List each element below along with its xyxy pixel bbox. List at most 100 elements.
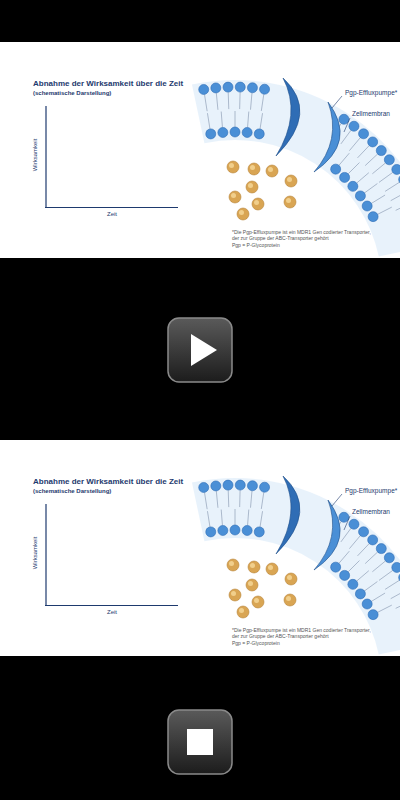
video-frame: Abnahme der Wirksamkeit über die Zeit(sc… [0,42,400,258]
drug-molecule [237,208,249,220]
lipid-tail [358,544,370,556]
lipid-head [206,129,216,139]
lipid-head [399,573,400,583]
drug-molecule [266,165,278,177]
lipid-tail [261,94,264,111]
lipid-head [339,114,349,124]
lipid-tail [385,580,399,589]
lipid-head [392,164,400,174]
drug-molecule [248,163,260,175]
lipid-tail [385,182,399,191]
lipid-head [359,527,369,537]
lipid-tail [357,571,369,581]
lipid-head [331,562,341,572]
leader-line [344,118,350,132]
lipid-tail [396,203,400,210]
lipid-head [384,553,394,563]
footnote: *Die Pgp-Effluxpumpe ist ein MDR1 Gen co… [232,229,372,241]
lipid-head [247,83,257,93]
molecule-highlight [286,198,291,203]
drug-molecule [246,181,258,193]
axis-label: Wirksamkeit [32,537,39,570]
pump-shape [314,102,340,172]
lipid-head [230,127,240,137]
lipid-tail [371,593,385,601]
lipid-tail [357,173,369,183]
lipid-head [223,82,233,92]
lipid-tail [339,153,349,165]
drug-molecule [285,573,297,585]
membrane-illustration [0,440,400,656]
lipid-head [355,589,365,599]
lipid-tail [228,92,230,109]
lipid-head [348,579,358,589]
lipid-tail [341,130,351,144]
lipid-head [362,201,372,211]
lipid-head [399,175,400,185]
lipid-head [340,172,350,182]
lipid-head [254,129,264,139]
lipid-tail [348,163,359,174]
stop-button [167,709,233,775]
chart-title: Abnahme der Wirksamkeit über die Zeit [33,79,183,89]
lipid-head [331,164,341,174]
lipid-tail [396,601,400,608]
lipid-tail [239,92,240,109]
lipid-tail [204,94,207,111]
molecule-highlight [254,598,259,603]
chart-subtitle: (schematische Darstellung) [33,488,111,495]
lipid-head [349,121,359,131]
molecule-highlight [268,565,273,570]
lipid-tail [371,195,385,203]
lipid-head [254,527,264,537]
video-frame: Abnahme der Wirksamkeit über die Zeit(sc… [0,440,400,656]
drug-molecule [248,561,260,573]
molecule-highlight [268,167,273,172]
lipid-tail [349,536,360,549]
membrane-halo [198,110,400,250]
molecule-highlight [248,581,253,586]
molecule-highlight [239,210,244,215]
lipid-head [199,84,209,94]
lipid-tail [348,561,359,572]
lipid-tail [391,192,400,200]
lipid-head [384,155,394,165]
part-label: Zellmembran [352,508,390,516]
membrane-halo [198,508,400,648]
lipid-tail [261,492,264,509]
lipid-head [368,535,378,545]
leader-line [344,516,350,530]
lipid-tail [364,184,377,193]
axis-label: Wirksamkeit [32,139,39,172]
molecule-highlight [286,596,291,601]
lipid-tail [365,154,377,166]
drug-molecule [284,594,296,606]
lipid-head [362,599,372,609]
lipid-tail [228,490,230,507]
lipid-head [218,127,228,137]
chart-title: Abnahme der Wirksamkeit über die Zeit [33,477,183,487]
drug-molecule [229,589,241,601]
molecule-highlight [231,591,236,596]
lipid-head [368,137,378,147]
axis-label: Zeit [107,609,117,616]
lipid-head [206,527,216,537]
molecule-highlight [250,563,255,568]
drug-molecule [246,579,258,591]
lipid-tail [221,510,222,526]
lipid-tail [248,112,249,128]
lipid-head [247,481,257,491]
lipid-tail [379,172,393,182]
molecule-highlight [239,608,244,613]
part-label: Pgp-Effluxpumpe* [345,89,397,97]
lipid-tail [251,93,252,110]
drug-molecule [266,563,278,575]
lipid-head [392,562,400,572]
drug-molecule [284,196,296,208]
lipid-tail [339,551,349,563]
leader-line [332,494,342,506]
lipid-tail [207,113,210,129]
drug-molecule [227,559,239,571]
drug-molecule [227,161,239,173]
lipid-tail [358,146,370,158]
